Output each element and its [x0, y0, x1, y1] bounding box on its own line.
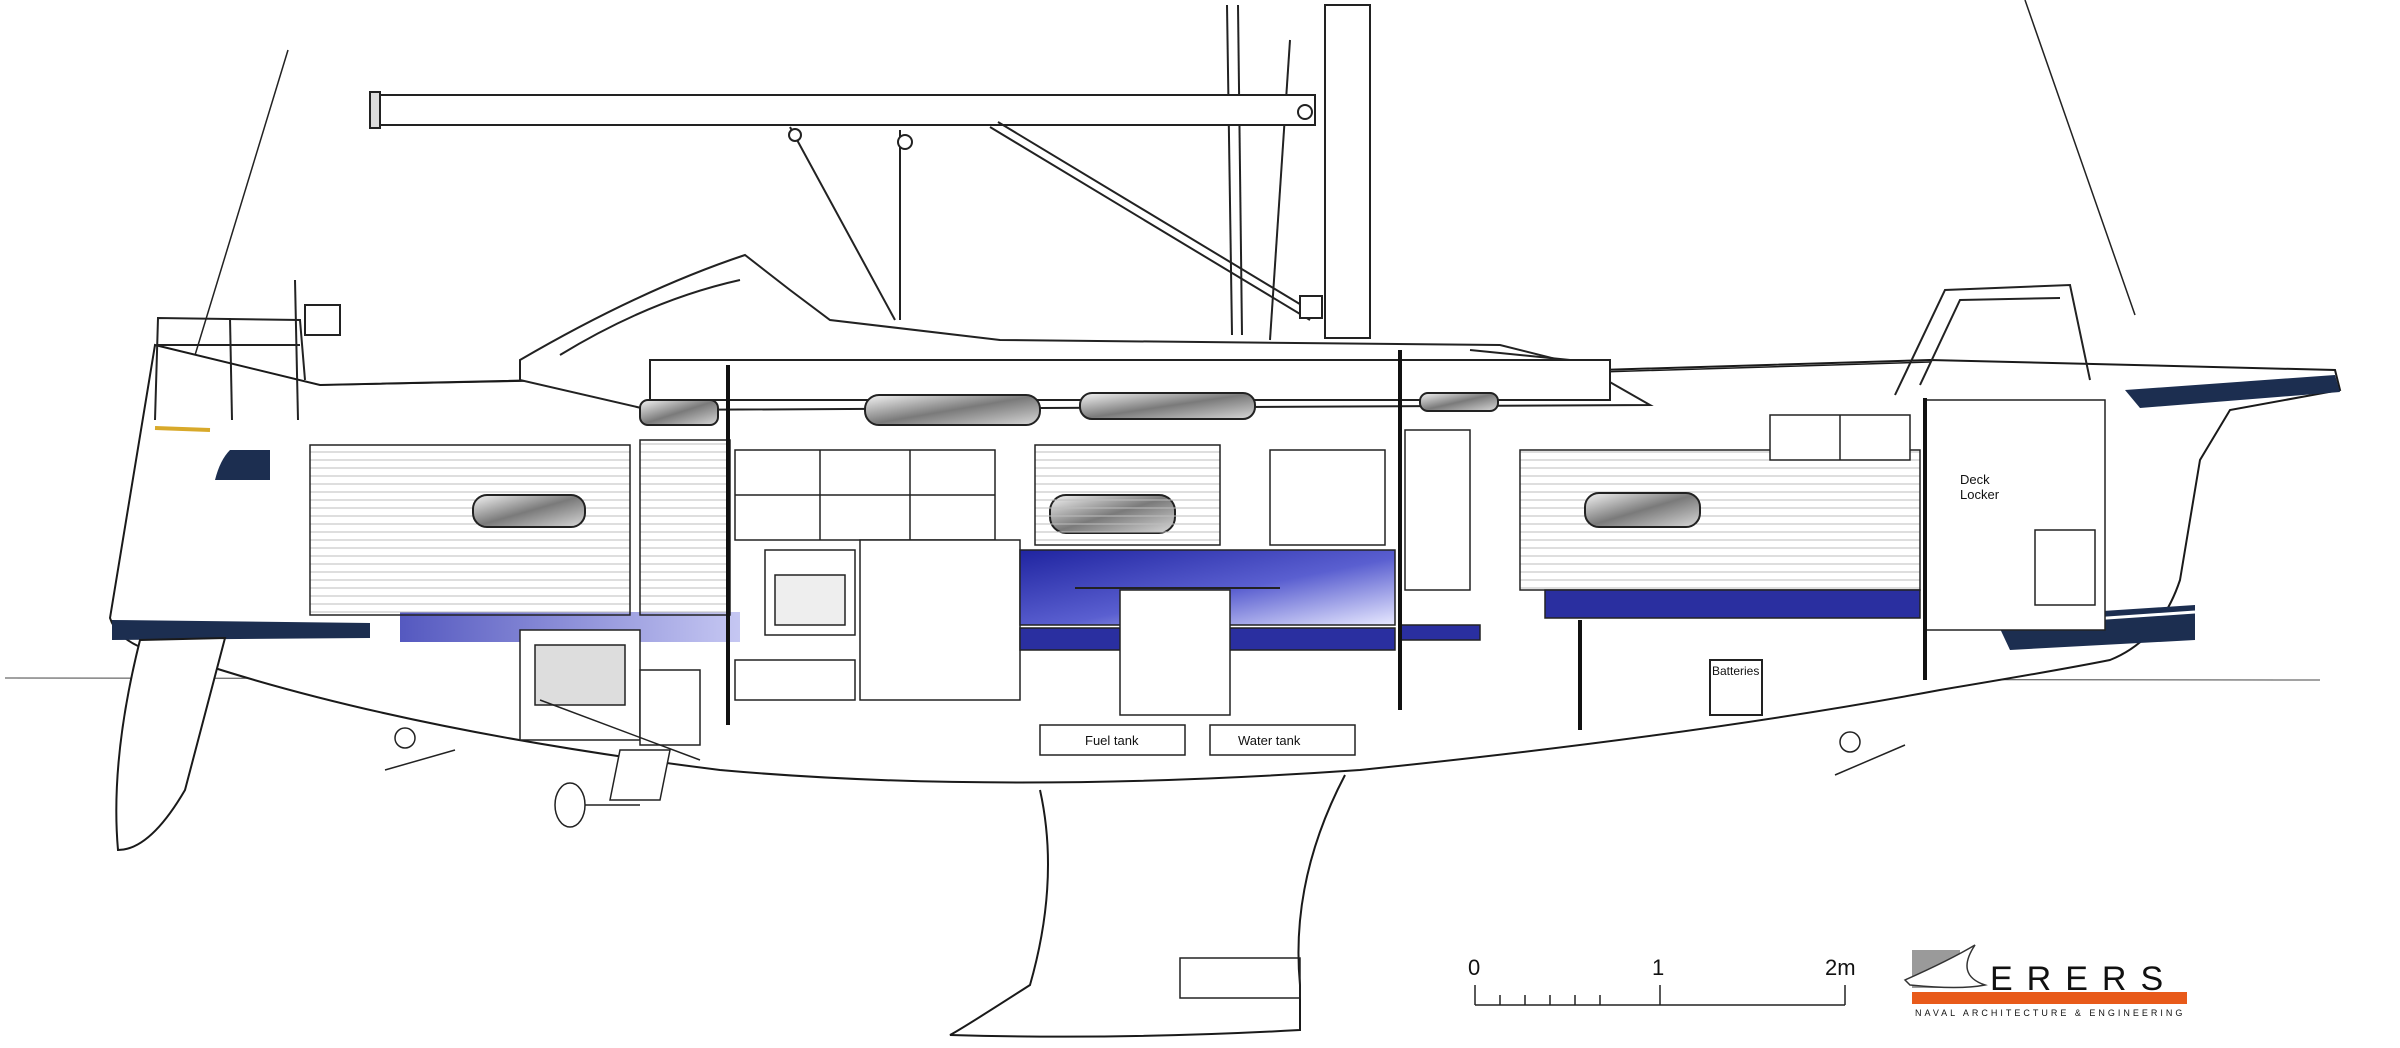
galley-cabinets	[734, 449, 1021, 701]
batteries-box	[1709, 659, 1763, 716]
mast	[1226, 4, 1371, 341]
saloon-settee	[1019, 429, 1921, 716]
fuel-tank-label: Fuel tank	[1085, 733, 1139, 748]
keel	[949, 774, 1346, 1038]
deck-locker-label-1: Deck	[1960, 472, 1990, 487]
logo-name: ERERS	[1990, 960, 2177, 998]
rollers	[384, 727, 1906, 776]
saildrive	[554, 749, 671, 828]
logo: ERERS NAVAL ARCHITECTURE & ENGINEERING	[1903, 944, 2187, 1018]
forward-cabin	[1709, 399, 2106, 716]
scale-tick-0: 0	[1468, 955, 1480, 980]
bulkheads	[726, 350, 1927, 730]
pushpit-rail	[154, 279, 341, 421]
boom	[369, 91, 1323, 321]
logo-orange-bar	[1912, 992, 2187, 1004]
bow-pulpit	[1894, 283, 2091, 396]
batteries-label: Batteries	[1712, 664, 1759, 678]
deck-locker-label-2: Locker	[1960, 487, 2000, 502]
logo-bird-icon	[1903, 944, 1988, 989]
logo-tagline: NAVAL ARCHITECTURE & ENGINEERING	[1915, 1008, 2185, 1018]
keel-bulb	[1179, 957, 1301, 999]
interior-deck-upper	[309, 439, 1921, 616]
scale-tick-1: 1	[1652, 955, 1664, 980]
scale-tick-2m: 2m	[1825, 955, 1856, 980]
tanks	[1039, 724, 1356, 756]
rudder	[115, 636, 227, 852]
water-tank-label: Water tank	[1238, 733, 1301, 748]
forestay	[2024, 0, 2136, 316]
scale-bar	[1474, 985, 1846, 1006]
cabin-top	[519, 253, 1654, 412]
engine	[519, 629, 701, 761]
